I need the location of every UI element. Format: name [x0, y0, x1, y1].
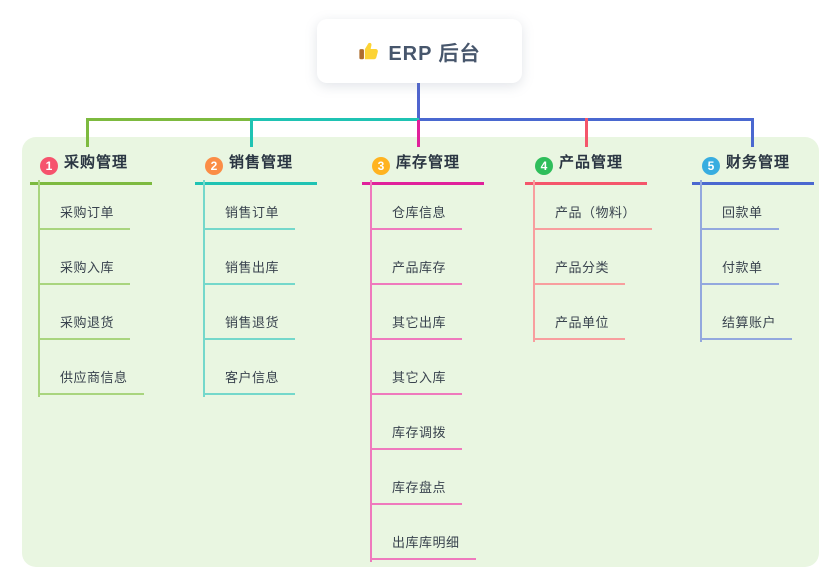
child-node[interactable]: 库存调拨 [370, 424, 463, 450]
branch-spine-line [370, 180, 372, 562]
child-node[interactable]: 供应商信息 [38, 369, 144, 395]
child-label: 产品库存 [392, 260, 447, 275]
branch-drop-line [250, 118, 253, 147]
branches-panel [22, 137, 819, 567]
child-label: 库存调拨 [392, 425, 447, 440]
branch-drop-line [417, 120, 420, 147]
child-label: 供应商信息 [60, 370, 128, 385]
child-node[interactable]: 采购入库 [38, 259, 131, 285]
child-node[interactable]: 客户信息 [203, 369, 296, 395]
branch-drop-line [585, 118, 588, 147]
child-label: 出库库明细 [392, 535, 460, 550]
child-label: 回款单 [722, 205, 763, 220]
child-node[interactable]: 其它入库 [370, 369, 463, 395]
branch-spine-line [700, 180, 702, 342]
child-label: 产品（物料） [555, 205, 637, 220]
child-label: 采购入库 [60, 260, 115, 275]
child-node[interactable]: 产品单位 [533, 314, 626, 340]
trunk-segment [250, 118, 420, 121]
child-label: 采购退货 [60, 315, 115, 330]
trunk-segment [86, 118, 251, 121]
branch-label: 销售管理 [229, 154, 294, 171]
child-node[interactable]: 销售订单 [203, 204, 296, 230]
branch-label: 产品管理 [559, 154, 624, 171]
branch-spine-line [533, 180, 535, 342]
branch-label: 库存管理 [396, 154, 461, 171]
branch-number-badge: 4 [535, 157, 553, 175]
branch-drop-line [751, 118, 754, 147]
branch-drop-line [86, 118, 89, 147]
root-node[interactable]: ERP 后台 [317, 19, 522, 83]
branch-node[interactable]: 4 产品管理 [525, 151, 648, 185]
branch-label: 财务管理 [726, 154, 791, 171]
branch-number-badge: 5 [702, 157, 720, 175]
child-node[interactable]: 产品分类 [533, 259, 626, 285]
child-node[interactable]: 回款单 [700, 204, 779, 230]
branch-number-badge: 2 [205, 157, 223, 175]
child-label: 销售订单 [225, 205, 280, 220]
branch-label: 采购管理 [64, 154, 129, 171]
child-label: 产品分类 [555, 260, 610, 275]
branch-number-badge: 3 [372, 157, 390, 175]
child-node[interactable]: 其它出库 [370, 314, 463, 340]
branch-node[interactable]: 1 采购管理 [30, 151, 153, 185]
child-label: 销售出库 [225, 260, 280, 275]
child-label: 库存盘点 [392, 480, 447, 495]
child-node[interactable]: 出库库明细 [370, 534, 476, 560]
child-node[interactable]: 产品库存 [370, 259, 463, 285]
child-label: 仓库信息 [392, 205, 447, 220]
child-label: 结算账户 [722, 315, 777, 330]
child-label: 其它入库 [392, 370, 447, 385]
branch-number-badge: 1 [40, 157, 58, 175]
child-label: 其它出库 [392, 315, 447, 330]
branch-node[interactable]: 3 库存管理 [362, 151, 485, 185]
thumbs-up-icon [358, 40, 380, 62]
child-label: 销售退货 [225, 315, 280, 330]
branch-spine-line [38, 180, 40, 397]
child-label: 产品单位 [555, 315, 610, 330]
child-node[interactable]: 销售出库 [203, 259, 296, 285]
root-trunk-line [417, 83, 420, 120]
child-label: 付款单 [722, 260, 763, 275]
child-node[interactable]: 结算账户 [700, 314, 793, 340]
child-node[interactable]: 销售退货 [203, 314, 296, 340]
child-node[interactable]: 采购订单 [38, 204, 131, 230]
child-node[interactable]: 产品（物料） [533, 204, 653, 230]
child-node[interactable]: 付款单 [700, 259, 779, 285]
child-label: 客户信息 [225, 370, 280, 385]
child-node[interactable]: 采购退货 [38, 314, 131, 340]
child-label: 采购订单 [60, 205, 115, 220]
child-node[interactable]: 库存盘点 [370, 479, 463, 505]
branch-node[interactable]: 5 财务管理 [692, 151, 815, 185]
child-node[interactable]: 仓库信息 [370, 204, 463, 230]
root-title: ERP 后台 [388, 42, 481, 65]
branch-node[interactable]: 2 销售管理 [195, 151, 318, 185]
branch-spine-line [203, 180, 205, 397]
